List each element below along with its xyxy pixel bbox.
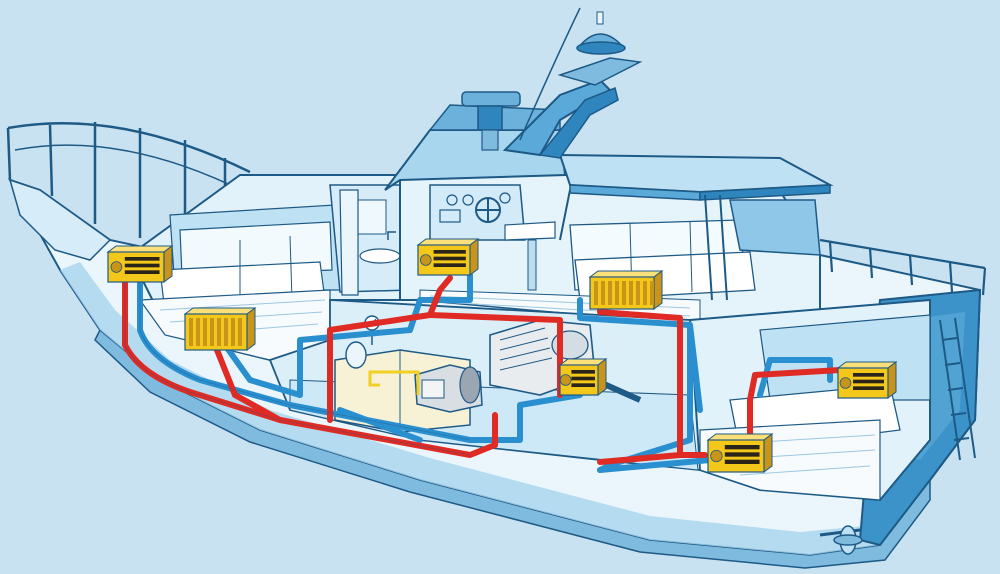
fan-heater-engine-room [558,358,608,396]
pipe-outlines [124,275,471,456]
ladder-icon [939,317,976,461]
fuel-line [368,370,420,395]
fan-heater-aft-upper [836,361,898,399]
radar-dome-icon [576,11,626,55]
expansion-tank-icon [345,341,367,369]
radar-arch [461,7,643,159]
head-compartment [329,184,411,296]
heaters [106,238,898,473]
propeller-icon [819,525,863,555]
fan-heater-head [416,238,480,276]
helm-wheel-icon [475,197,501,223]
fan-heater-bow [106,245,174,283]
radiator-saloon [588,270,664,310]
fan-heater-aft-cabin [706,433,774,473]
radiator-forward-cabin [183,307,257,351]
water-heater-icon [414,364,483,413]
